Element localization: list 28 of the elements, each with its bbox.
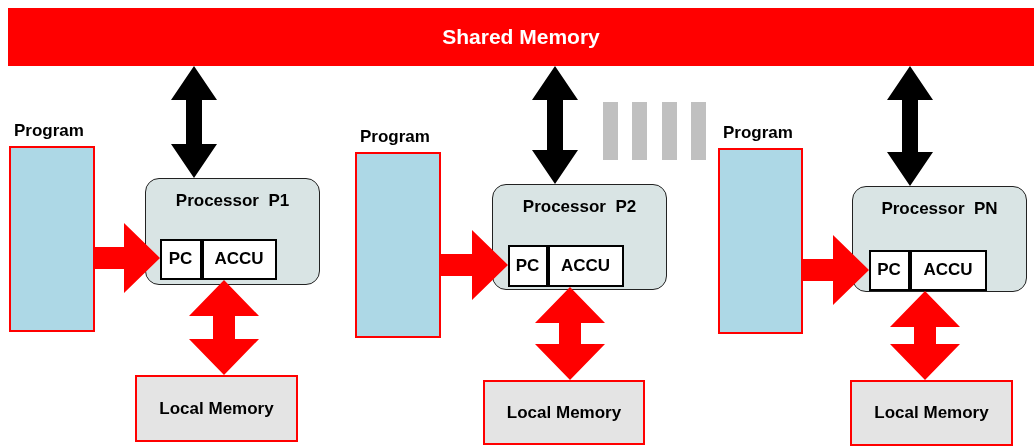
processor-box — [852, 186, 1027, 292]
double-arrow — [887, 66, 933, 186]
register-box: ACCU — [909, 249, 987, 291]
processor-box — [145, 178, 320, 285]
double-arrow — [535, 287, 605, 380]
double-arrow — [890, 291, 960, 380]
local-memory-box: Local Memory — [135, 375, 298, 442]
local-memory-box: Local Memory — [483, 380, 645, 445]
processor-label: Processor P1 — [175, 191, 290, 211]
arrow — [803, 235, 869, 305]
program-heading: Program — [360, 127, 430, 147]
arrow — [95, 223, 160, 293]
memory-band: Shared Memory — [8, 8, 1034, 66]
program-heading: Program — [723, 123, 793, 143]
double-arrow — [532, 66, 578, 184]
arrow — [441, 230, 508, 300]
program-heading: Program — [14, 121, 84, 141]
processor-box — [492, 184, 667, 290]
register-box: PC — [868, 249, 910, 291]
processor-label: Processor PN — [881, 199, 998, 219]
register-box: ACCU — [201, 238, 277, 280]
local-memory-box: Local Memory — [850, 380, 1013, 446]
double-arrow — [189, 280, 259, 375]
register-box: PC — [159, 238, 202, 280]
register-box: PC — [507, 244, 548, 287]
processor-label: Processor P2 — [522, 197, 637, 217]
register-box: ACCU — [547, 244, 624, 287]
double-arrow — [171, 66, 217, 178]
